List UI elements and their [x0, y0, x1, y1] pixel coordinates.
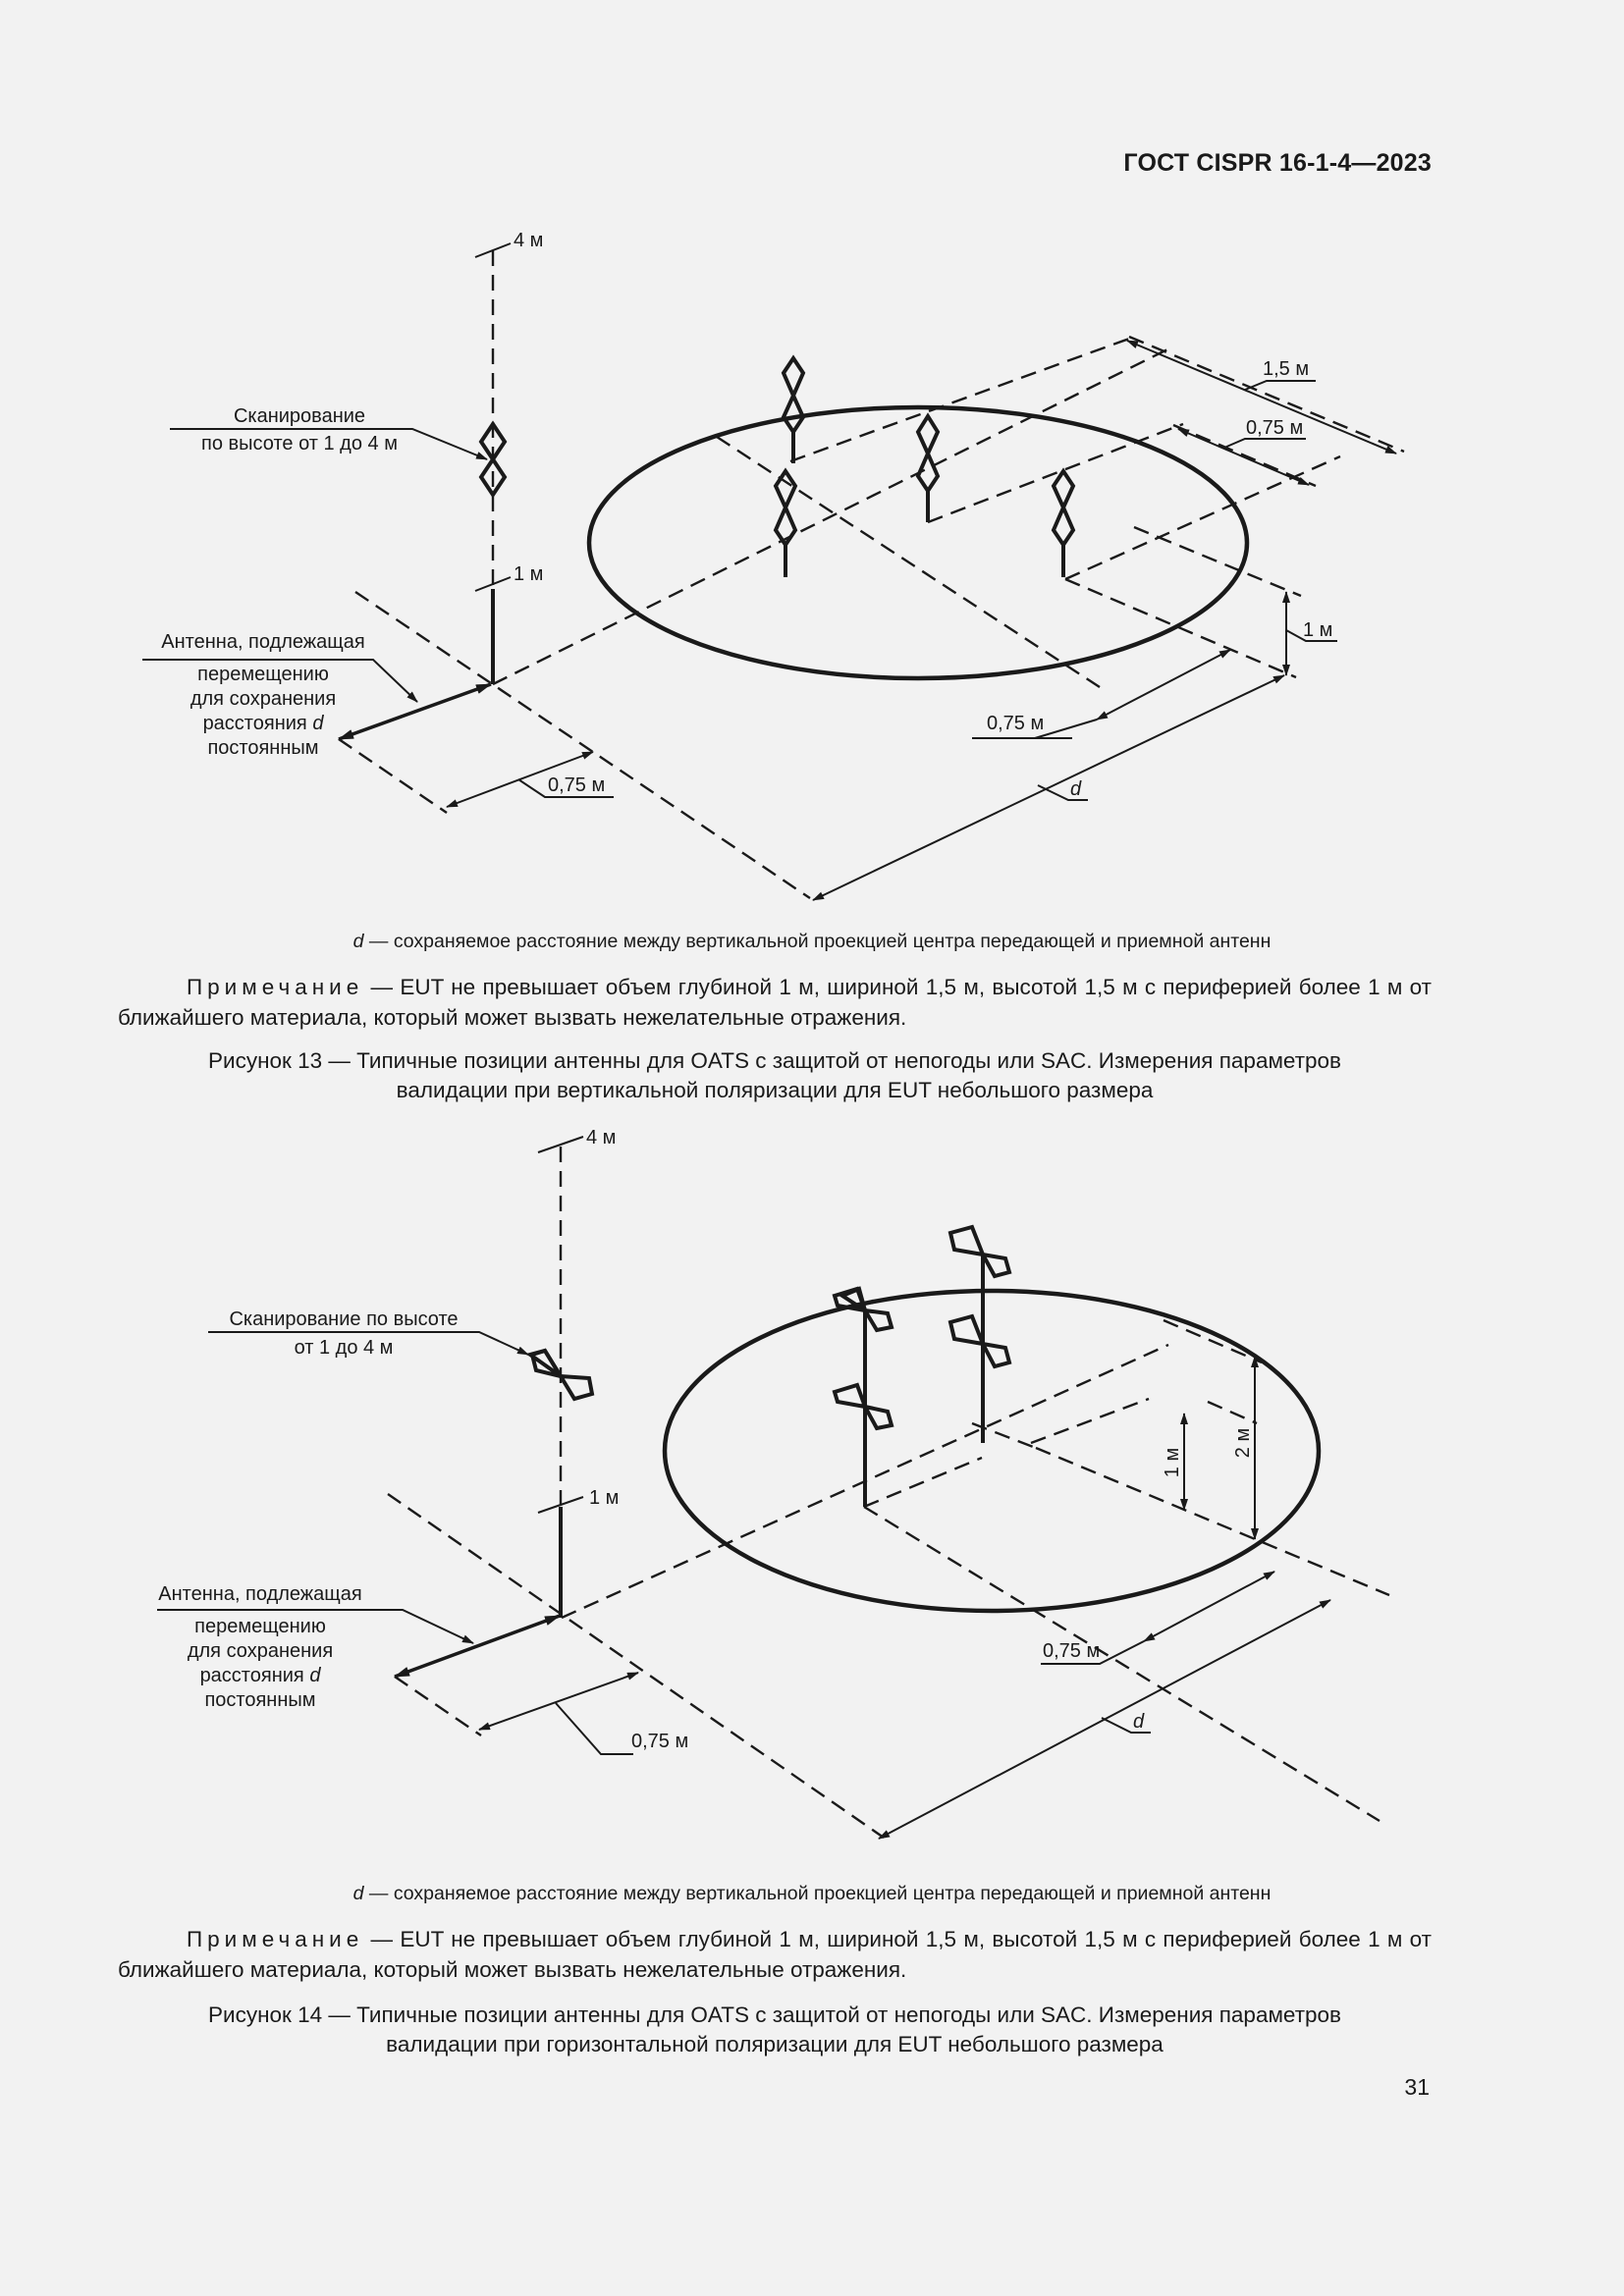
dim-height-1m-label: 1 м [1162, 1448, 1183, 1477]
vertical-dipole-icon [773, 467, 798, 577]
antenna-label-line4: расстояния d [203, 713, 325, 734]
dim-front-label: 0,75 м [1043, 1640, 1100, 1662]
antenna-label-line2: перемещению [194, 1616, 326, 1637]
height-1m-label: 1 м [514, 563, 543, 585]
antenna-label-line1: Антенна, подлежащая [161, 631, 364, 653]
scan-label-line2: по высоте от 1 до 4 м [201, 433, 398, 454]
dim-front-label: 0,75 м [987, 713, 1044, 734]
page-number: 31 [1404, 2074, 1430, 2100]
antenna-label-line1: Антенна, подлежащая [158, 1583, 361, 1605]
eut-antenna-positions [832, 1224, 1012, 1507]
figure-14-legend: d — сохраняемое расстояние между вертика… [352, 1883, 1272, 1904]
figure-14-note: Примечание — EUT не превышает объем глуб… [118, 1927, 1432, 1982]
antenna-label-line4: расстояния d [200, 1665, 322, 1686]
receive-antenna-mast [525, 1136, 595, 1618]
eut-antenna-positions [773, 354, 1076, 577]
horizontal-dipole-icon [832, 1382, 894, 1431]
dim-width-label: 1,5 м [1263, 358, 1309, 380]
receive-antenna-mast [474, 242, 512, 684]
scan-label-line1: Сканирование по высоте [229, 1308, 458, 1330]
dim-distance-label: d [1133, 1711, 1145, 1733]
height-1m-label: 1 м [589, 1487, 619, 1509]
horizontal-dipole-icon [525, 1348, 595, 1402]
antenna-label-line5: постоянным [204, 1689, 315, 1711]
antenna-label-line3: для сохранения [188, 1640, 333, 1662]
vertical-dipole-icon [915, 412, 941, 522]
height-4m-label: 4 м [514, 230, 543, 251]
dim-height-2m-label: 2 м [1232, 1428, 1254, 1458]
scan-label-line2: от 1 до 4 м [295, 1337, 394, 1359]
dim-half-width-label: 0,75 м [1246, 417, 1303, 439]
vertical-dipole-icon [781, 354, 806, 463]
figure-13-caption: Рисунок 13 — Типичные позиции антенны дл… [208, 1048, 1341, 1102]
scan-label-line1: Сканирование [234, 405, 365, 427]
antenna-label-line3: для сохранения [190, 688, 336, 710]
dim-antenna-offset-label: 0,75 м [548, 774, 605, 796]
dim-antenna-offset-label: 0,75 м [631, 1731, 688, 1752]
vertical-dipole-icon [1051, 467, 1076, 577]
figure-14-caption: Рисунок 14 — Типичные позиции антенны дл… [208, 2002, 1341, 2056]
horizontal-dipole-icon [947, 1224, 1012, 1443]
dim-height-label: 1 м [1303, 619, 1332, 641]
vertical-dipole-icon [478, 420, 508, 499]
height-4m-label: 4 м [586, 1127, 616, 1148]
turntable-ellipse [662, 1288, 1322, 1614]
figure-13-legend: d — сохраняемое расстояние между вертика… [352, 931, 1272, 952]
document-header: ГОСТ CISPR 16-1-4—2023 [1123, 149, 1432, 177]
figure-13-diagram: 4 м 1 м Сканирование по высоте от 1 до 4… [142, 230, 1405, 901]
figure-13-note: Примечание — EUT не превышает объем глуб… [118, 975, 1432, 1030]
dim-distance-label: d [1070, 778, 1082, 800]
turntable-ellipse [586, 404, 1250, 681]
horizontal-dipole-icon [947, 1313, 1012, 1369]
figure-14-diagram: 4 м 1 м Сканирование по высоте от 1 до 4… [157, 1127, 1390, 1840]
antenna-label-line5: постоянным [207, 737, 318, 759]
antenna-label-line2: перемещению [197, 664, 329, 685]
